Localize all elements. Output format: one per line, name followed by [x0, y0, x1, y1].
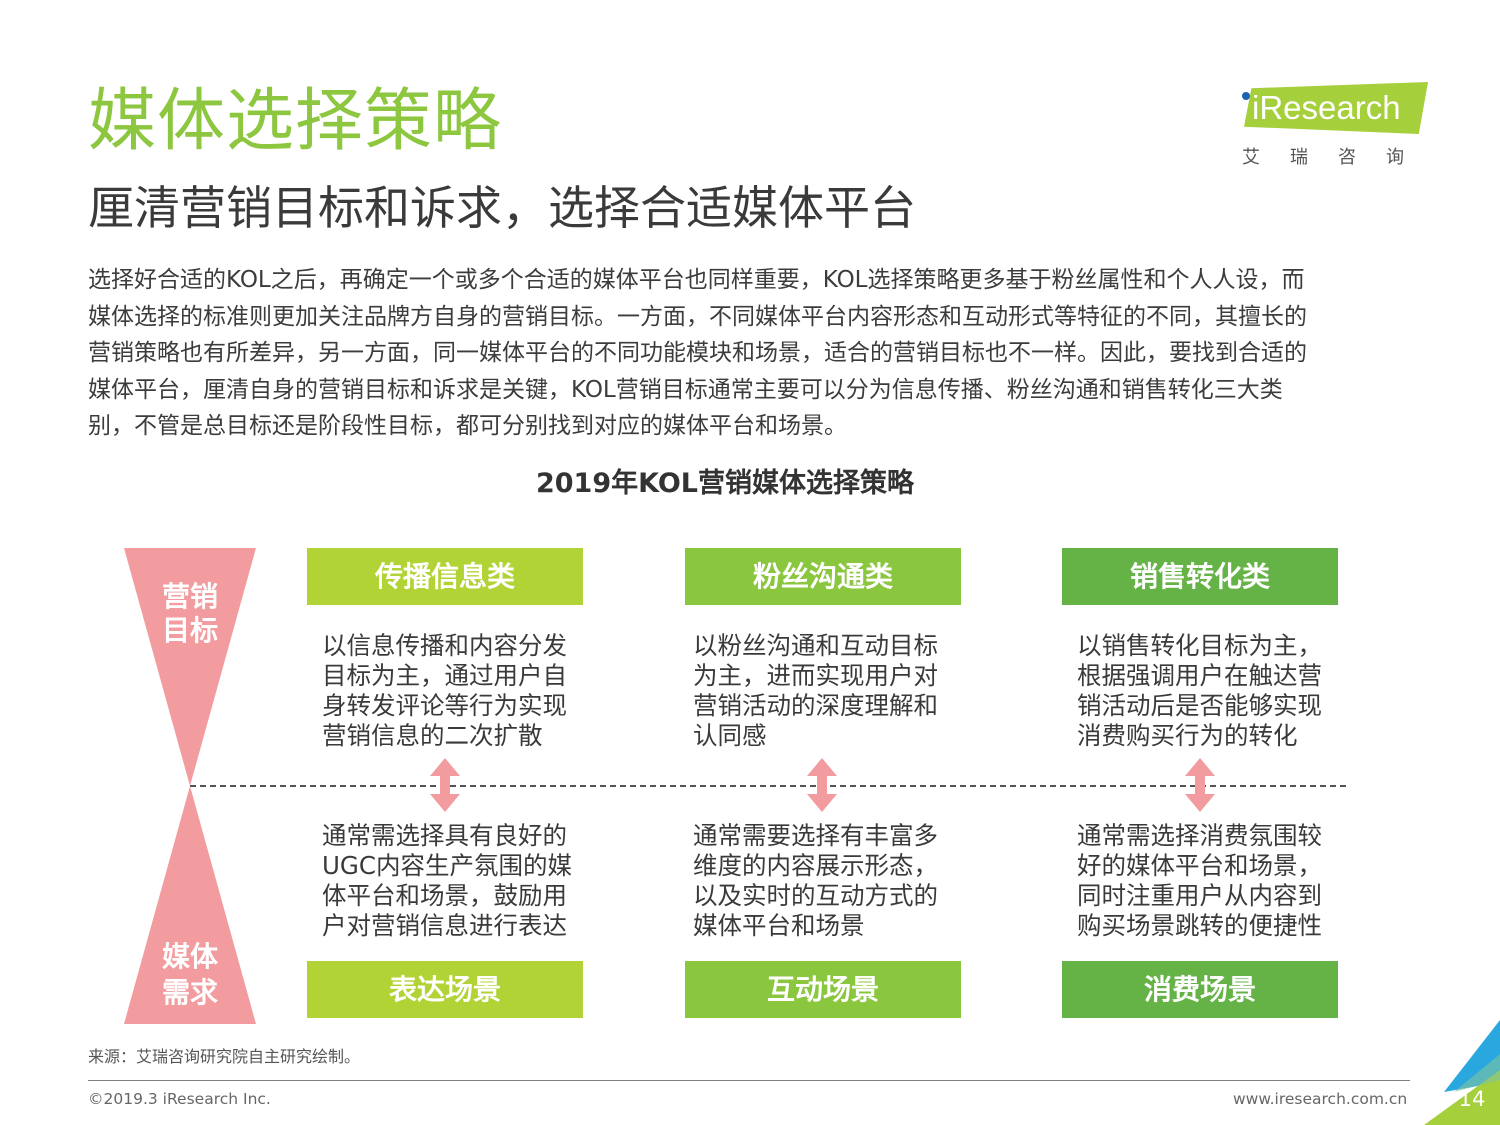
desc-line: 媒体平台和场景 [693, 911, 865, 940]
hourglass-icon [124, 548, 256, 1024]
goal-label-line2: 目标 [161, 614, 218, 647]
goal-desc-sales: 以销售转化目标为主， 根据强调用户在触达营 销活动后是否能够实现 消费购买行为的… [1077, 631, 1347, 751]
desc-line: 认同感 [693, 721, 767, 750]
logo-band [1244, 82, 1428, 134]
need-desc-sales: 通常需选择消费氛围较 好的媒体平台和场景， 同时注重用户从内容到 购买场景跳转的… [1077, 821, 1347, 941]
desc-line: 同时注重用户从内容到 [1077, 881, 1322, 910]
goal-desc-spread: 以信息传播和内容分发 目标为主，通过用户自 身转发评论等行为实现 营销信息的二次… [322, 631, 592, 751]
intro-line: 媒体平台，厘清自身的营销目标和诉求是关键，KOL营销目标通常主要可以分为信息传播… [88, 376, 1283, 403]
footer-rule [88, 1080, 1410, 1081]
desc-line: 通常需选择消费氛围较 [1077, 821, 1322, 850]
goal-header-sales: 销售转化类 [1062, 548, 1338, 605]
intro-line: 选择好合适的KOL之后，再确定一个或多个合适的媒体平台也同样重要，KOL选择策略… [88, 267, 1305, 293]
desc-line: 以及实时的互动方式的 [693, 881, 938, 910]
diagram-title: 2019年KOL营销媒体选择策略 [535, 468, 914, 499]
desc-line: 以信息传播和内容分发 [322, 631, 567, 660]
desc-line: 销活动后是否能够实现 [1077, 691, 1322, 720]
desc-line: 以粉丝沟通和互动目标 [693, 631, 938, 660]
double-arrow-icon [430, 758, 460, 812]
desc-line: 根据强调用户在触达营 [1077, 661, 1322, 690]
double-arrow-icon [1185, 758, 1215, 812]
desc-line: 目标为主，通过用户自 [322, 661, 567, 690]
goal-label-line1: 营销 [161, 580, 218, 613]
intro-line: 媒体选择的标准则更加关注品牌方自身的营销目标。一方面，不同媒体平台内容形态和互动… [88, 303, 1307, 330]
desc-line: 通常需选择具有良好的 [322, 821, 567, 850]
goal-header-fans: 粉丝沟通类 [685, 548, 961, 605]
copyright: ©2019.3 iResearch Inc. [88, 1090, 271, 1108]
desc-line: 购买场景跳转的便捷性 [1077, 911, 1322, 940]
desc-line: 营销信息的二次扩散 [322, 721, 543, 750]
desc-line: 户对营销信息进行表达 [322, 911, 567, 940]
scene-header-consumption: 消费场景 [1062, 961, 1338, 1018]
goal-header-spread: 传播信息类 [307, 548, 583, 605]
desc-line: 以销售转化目标为主， [1077, 631, 1322, 660]
intro-line: 别，不管是总目标还是阶段性目标，都可分别找到对应的媒体平台和场景。 [88, 413, 847, 439]
page-title: 媒体选择策略 [88, 82, 503, 161]
intro-line: 营销策略也有所差异，另一方面，同一媒体平台的不同功能模块和场景，适合的营销目标也… [88, 340, 1307, 366]
logo-dot-icon [1242, 92, 1250, 100]
need-label-line1: 媒体 [161, 940, 218, 973]
desc-line: 好的媒体平台和场景， [1077, 851, 1322, 880]
need-label-line2: 需求 [161, 976, 218, 1009]
goal-desc-fans: 以粉丝沟通和互动目标 为主，进而实现用户对 营销活动的深度理解和 认同感 [693, 631, 963, 751]
desc-line: 通常需要选择有丰富多 [693, 821, 938, 850]
desc-line: 体平台和场景，鼓励用 [322, 881, 567, 910]
desc-line: 身转发评论等行为实现 [322, 691, 567, 720]
dashed-divider [190, 785, 1346, 787]
scene-header-expression: 表达场景 [307, 961, 583, 1018]
intro-paragraph: 选择好合适的KOL之后，再确定一个或多个合适的媒体平台也同样重要，KOL选择策略… [88, 262, 1418, 445]
logo-cn-text: 艾瑞咨询 [1242, 147, 1434, 168]
hourglass-shape: 营销 目标 媒体 需求 [120, 548, 260, 1024]
desc-line: 营销活动的深度理解和 [693, 691, 938, 720]
website-link[interactable]: www.iresearch.com.cn [1233, 1090, 1408, 1108]
source-note: 来源：艾瑞咨询研究院自主研究绘制。 [88, 1047, 361, 1066]
need-desc-fans: 通常需要选择有丰富多 维度的内容展示形态， 以及实时的互动方式的 媒体平台和场景 [693, 821, 963, 941]
double-arrow-icon [807, 758, 837, 812]
page-number: 14 [1458, 1087, 1486, 1111]
corner-decoration [1424, 1020, 1500, 1125]
desc-line: UGC内容生产氛围的媒 [322, 851, 573, 880]
desc-line: 为主，进而实现用户对 [693, 661, 938, 690]
desc-line: 消费购买行为的转化 [1077, 721, 1298, 750]
need-desc-spread: 通常需选择具有良好的 UGC内容生产氛围的媒 体平台和场景，鼓励用 户对营销信息… [322, 821, 592, 941]
page-subtitle: 厘清营销目标和诉求，选择合适媒体平台 [88, 181, 916, 235]
desc-line: 维度的内容展示形态， [693, 851, 938, 880]
scene-header-interaction: 互动场景 [685, 961, 961, 1018]
iresearch-logo: iResearch 艾瑞咨询 [1238, 80, 1428, 175]
logo-text: iResearch [1252, 89, 1401, 126]
